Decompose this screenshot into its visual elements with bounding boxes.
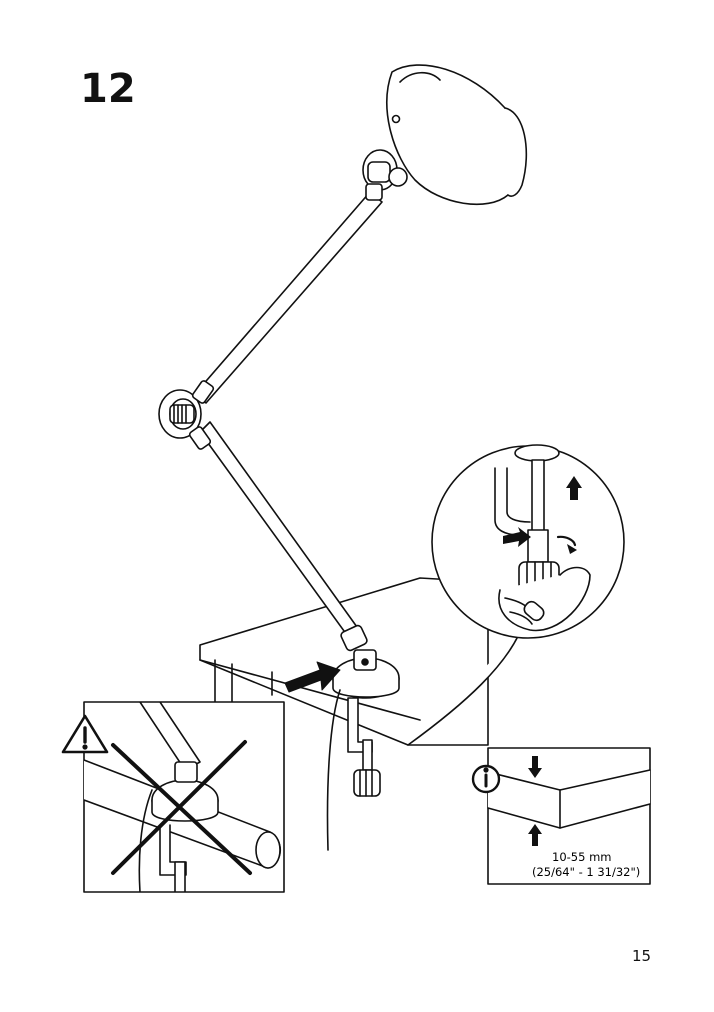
warning-triangle-icon: [61, 714, 109, 754]
lamp-middle-joint: [158, 380, 215, 450]
lamp-lower-arm: [199, 421, 363, 643]
page-number: 15: [632, 947, 652, 965]
magnifier-detail: [431, 444, 625, 639]
lamp-base-clamp: [326, 624, 400, 851]
thickness-range-metric: 10-55 mm: [552, 850, 611, 864]
thickness-range-imperial: (25/64" - 1 31/32"): [532, 865, 640, 879]
warning-panel: [83, 701, 285, 893]
insert-arrow: [284, 661, 341, 693]
desk-illustration: [199, 577, 489, 746]
step-number: 12: [80, 66, 136, 112]
lamp-upper-arm: [193, 191, 383, 404]
info-icon: [471, 764, 501, 794]
thickness-info-panel: [487, 747, 651, 885]
lamp-shade: [386, 64, 528, 206]
